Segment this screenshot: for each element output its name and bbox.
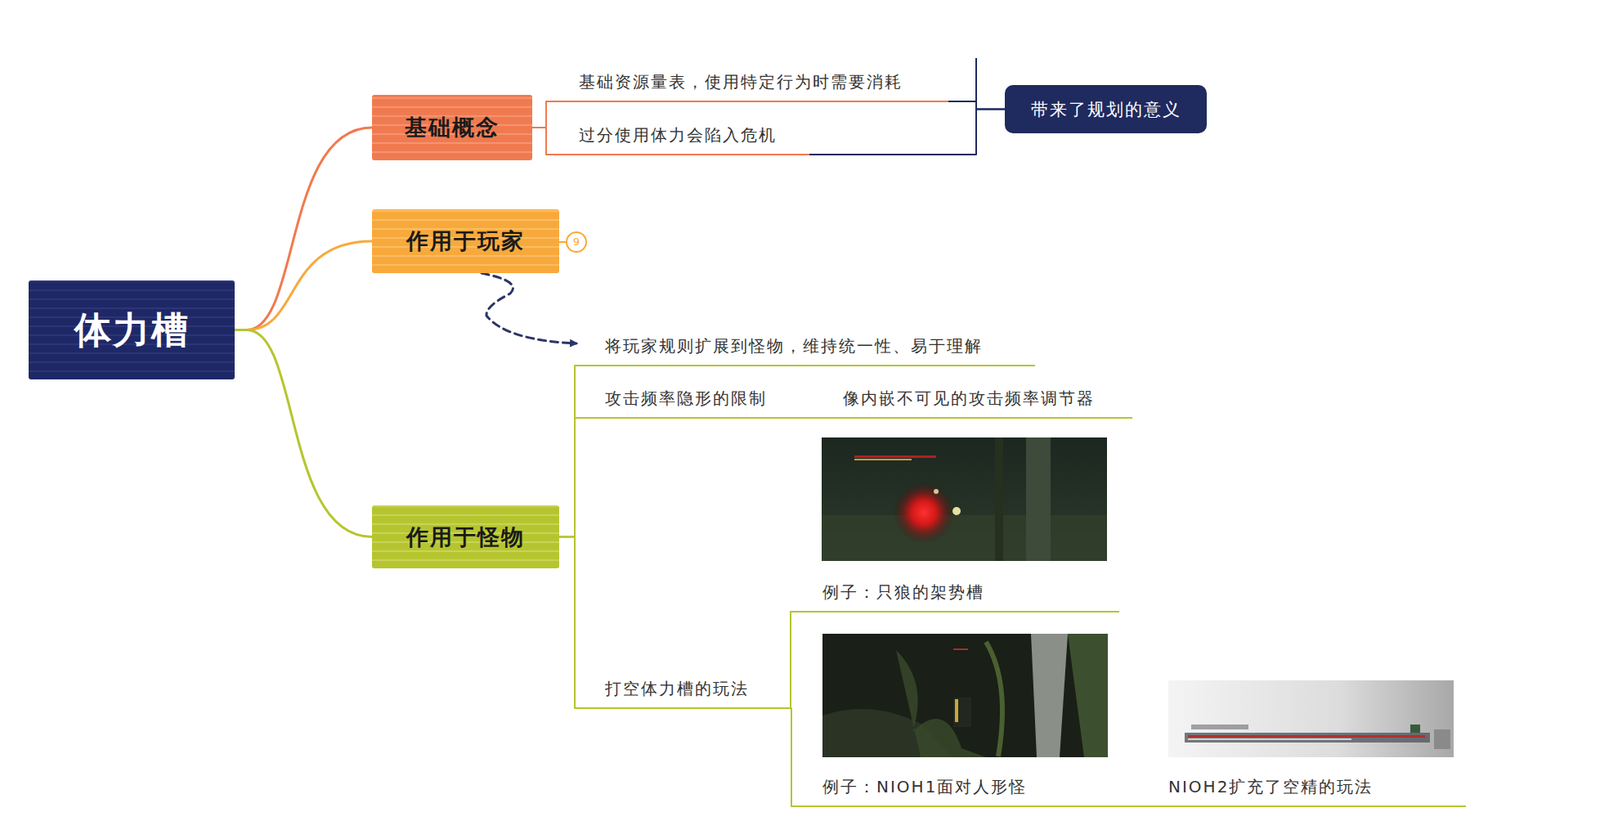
topic-text: 像内嵌不可见的攻击频率调节器 xyxy=(842,387,1095,410)
branch-line xyxy=(789,611,792,709)
badge-circle xyxy=(566,232,587,252)
topic-text: 例子：NIOH1面对人形怪 xyxy=(822,775,1027,798)
sub-topic: 攻击频率隐形的限制 xyxy=(576,387,794,419)
summary-box: 带来了规划的意义 xyxy=(1004,85,1207,134)
topic-text: 基础概念 xyxy=(404,112,500,143)
game-screenshot xyxy=(821,437,1108,561)
branch-line xyxy=(532,101,548,128)
callout-number: 9 xyxy=(566,232,587,252)
topic-text: 攻击频率隐形的限制 xyxy=(605,387,767,410)
game-screenshot xyxy=(1168,680,1454,758)
branch-line xyxy=(234,127,372,331)
branch-line xyxy=(559,365,577,538)
topic-text: 例子：只狼的架势槽 xyxy=(822,581,985,604)
branch-line xyxy=(948,101,1005,110)
sub-topic: 打空体力槽的玩法 xyxy=(576,677,791,709)
relation-arrow xyxy=(481,273,577,344)
branch-line xyxy=(234,330,372,538)
image-topic: 例子：只狼的架势槽 xyxy=(790,437,1120,613)
branch-line xyxy=(559,417,577,538)
branch-line xyxy=(559,537,577,709)
sub-topic: 基础资源量表，使用特定行为时需要消耗 xyxy=(547,71,949,103)
main-topic: 作用于怪物 xyxy=(371,505,560,569)
topic-text: 作用于怪物 xyxy=(406,522,525,552)
sub-topic: 像内嵌不可见的攻击频率调节器 xyxy=(793,387,1133,419)
image-topic: 例子：NIOH1面对人形怪 xyxy=(793,633,1153,807)
main-topic: 作用于玩家 xyxy=(371,209,560,274)
topic-text: 将玩家规则扩展到怪物，维持统一性、易于理解 xyxy=(605,335,983,358)
branch-line xyxy=(809,109,1005,156)
sub-topic: 过分使用体力会陷入危机 xyxy=(547,124,810,156)
game-screenshot xyxy=(822,633,1108,758)
topic-text: 作用于玩家 xyxy=(406,226,525,256)
topic-text: 打空体力槽的玩法 xyxy=(605,677,749,700)
topic-text: 体力槽 xyxy=(74,305,190,355)
main-topic: 基础概念 xyxy=(371,94,533,161)
badge-stub xyxy=(559,241,567,243)
branch-line xyxy=(234,241,372,331)
bracket-line xyxy=(975,58,978,103)
root-topic: 体力槽 xyxy=(28,280,235,380)
topic-text: NIOH2扩充了空精的玩法 xyxy=(1168,775,1373,798)
topic-text: 过分使用体力会陷入危机 xyxy=(578,124,777,147)
topic-text: 基础资源量表，使用特定行为时需要消耗 xyxy=(578,71,903,94)
topic-text: 带来了规划的意义 xyxy=(1030,98,1182,122)
sub-topic: 将玩家规则扩展到怪物，维持统一性、易于理解 xyxy=(576,335,1036,367)
image-topic: NIOH2扩充了空精的玩法 xyxy=(1156,680,1466,807)
branch-line xyxy=(532,127,548,155)
